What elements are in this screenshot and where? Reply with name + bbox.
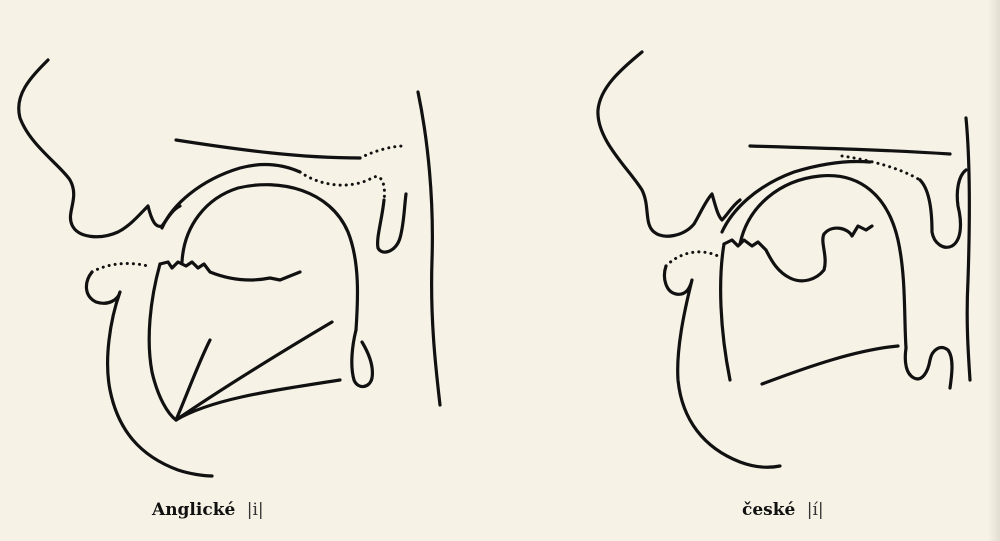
- alveolar-ridge-left: [162, 165, 300, 228]
- palate-line-right: [750, 146, 950, 154]
- palate-line-left: [176, 140, 360, 158]
- page-edge-shadow: [988, 0, 1000, 541]
- caption-english-phoneme: |i|: [247, 500, 264, 520]
- epiglottis-right: [905, 348, 952, 388]
- tongue-under-left: [176, 322, 332, 420]
- tongue-under-left-2: [176, 380, 340, 420]
- lower-lip-dotted-right: [666, 252, 718, 266]
- velum-dotted-left: [360, 146, 404, 158]
- face-outline-left: [19, 60, 180, 237]
- tongue-body-right: [721, 244, 730, 380]
- english-i-profile: [19, 60, 440, 476]
- tongue-tip-right: [724, 226, 872, 281]
- uvula-left: [378, 194, 406, 252]
- uvula-right: [920, 170, 966, 247]
- caption-english-word: Anglické: [152, 500, 235, 520]
- tongue-dorsum-left: [182, 185, 358, 330]
- caption-czech-word: české: [742, 500, 795, 520]
- tongue-tip-left: [160, 262, 300, 280]
- tongue-body-left: [149, 264, 176, 420]
- caption-czech: české |í|: [742, 500, 824, 520]
- tongue-dorsum-right: [740, 176, 906, 348]
- caption-czech-phoneme: |í|: [807, 500, 824, 520]
- caption-english: Anglické |i|: [152, 500, 264, 520]
- lower-lip-dotted-left: [92, 264, 148, 272]
- tongue-under-right: [762, 346, 898, 384]
- velum-dotted-right: [842, 156, 920, 180]
- alveolar-ridge-right: [722, 161, 870, 232]
- pharynx-wall-right: [966, 118, 970, 380]
- face-outline-right: [598, 52, 740, 236]
- czech-i-profile: [598, 52, 970, 467]
- pharynx-wall-left: [418, 92, 440, 405]
- epiglottis-left: [352, 330, 373, 387]
